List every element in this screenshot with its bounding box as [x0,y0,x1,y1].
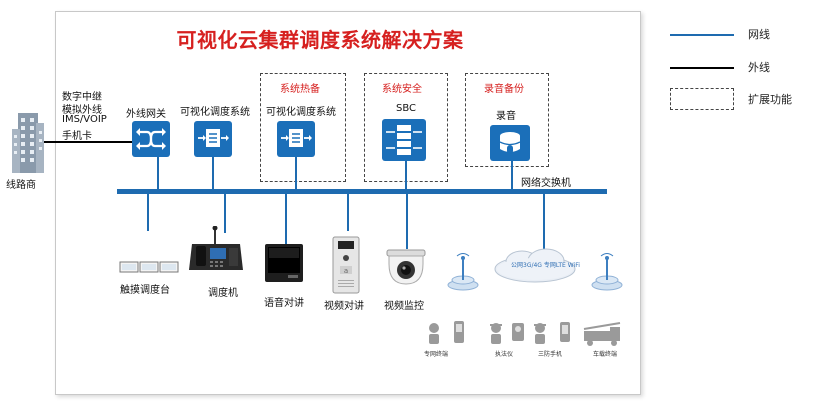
legend-extension-box [670,88,734,110]
wireless-cloud-text: 公网3G/4G 专网LTE WiFi [511,262,580,269]
recording-label: 录音 [496,111,516,122]
vehicle-terminal-label: 车载终端 [593,351,618,358]
trunk-label-digital: 数字中继 [62,92,102,103]
video-intercom-icon: a [332,236,360,298]
base-station-icon-right [590,252,624,296]
drop-video-intercom [347,193,349,231]
gateway-icon [132,121,170,157]
dispatch-system-label-2: 可视化调度系统 [266,107,336,118]
svg-text:a: a [344,267,348,275]
trunk-label-analog: 模拟外线 [62,105,102,116]
tri-proof-phone-label: 三防手机 [538,351,563,358]
network-switch-bus [117,189,607,194]
gateway-connector [157,157,159,190]
voice-intercom-icon [264,243,304,287]
recording-backup-label: 录音备份 [484,84,524,95]
network-switch-label: 网络交换机 [521,178,571,189]
recording-backup-group [465,73,549,167]
building-icon [8,109,48,179]
sbc-label: SBC [396,103,417,114]
voice-intercom-label: 语音对讲 [264,298,304,309]
dispatcher-label: 调度机 [208,288,238,299]
terminal-icons-row [424,319,634,351]
recording-connector [511,161,513,190]
touch-console-label: 触摸调度台 [120,285,170,296]
law-enforcement-label: 执法仪 [495,351,514,358]
legend-extension-label: 扩展功能 [748,93,792,106]
trunk-label-sim: 手机卡 [62,131,92,142]
drop-wireless [543,193,545,249]
legend-intranet-label: 网线 [748,28,770,41]
external-line [44,141,132,143]
drop-video-monitor [406,193,408,249]
diagram-title: 可视化云集群调度系统解决方案 [176,28,464,52]
base-station-icon-left [446,252,480,296]
drop-dispatcher [224,193,226,233]
drop-touch-console [147,193,149,231]
recording-server-icon [490,125,530,161]
trunk-label-ims: IMS/VOIP [62,114,107,125]
wireless-cloud-icon [492,245,578,289]
hot-standby-label: 系统热备 [280,84,320,95]
dispatch-server-backup-icon [277,121,315,157]
sbc-icon [382,119,426,161]
legend-intranet-line [670,34,734,36]
drop-voice-intercom [285,193,287,245]
video-intercom-label: 视频对讲 [324,301,364,312]
dispatch-connector-2 [295,157,297,190]
video-monitor-label: 视频监控 [384,301,424,312]
carrier-label: 线路商 [6,180,36,191]
dispatch-server-icon [194,121,232,157]
legend-external-line [670,67,734,69]
sbc-connector [405,161,407,190]
security-label: 系统安全 [382,84,422,95]
touch-console-icon [119,256,181,278]
dispatch-connector-1 [212,157,214,190]
dome-camera-icon [381,248,431,292]
private-terminal-label: 专网终端 [424,351,449,358]
dispatch-system-label-1: 可视化调度系统 [180,107,250,118]
legend-external-label: 外线 [748,61,770,74]
dispatcher-phone-icon [188,225,244,278]
hot-standby-group [260,73,346,182]
gateway-label: 外线网关 [126,109,166,120]
